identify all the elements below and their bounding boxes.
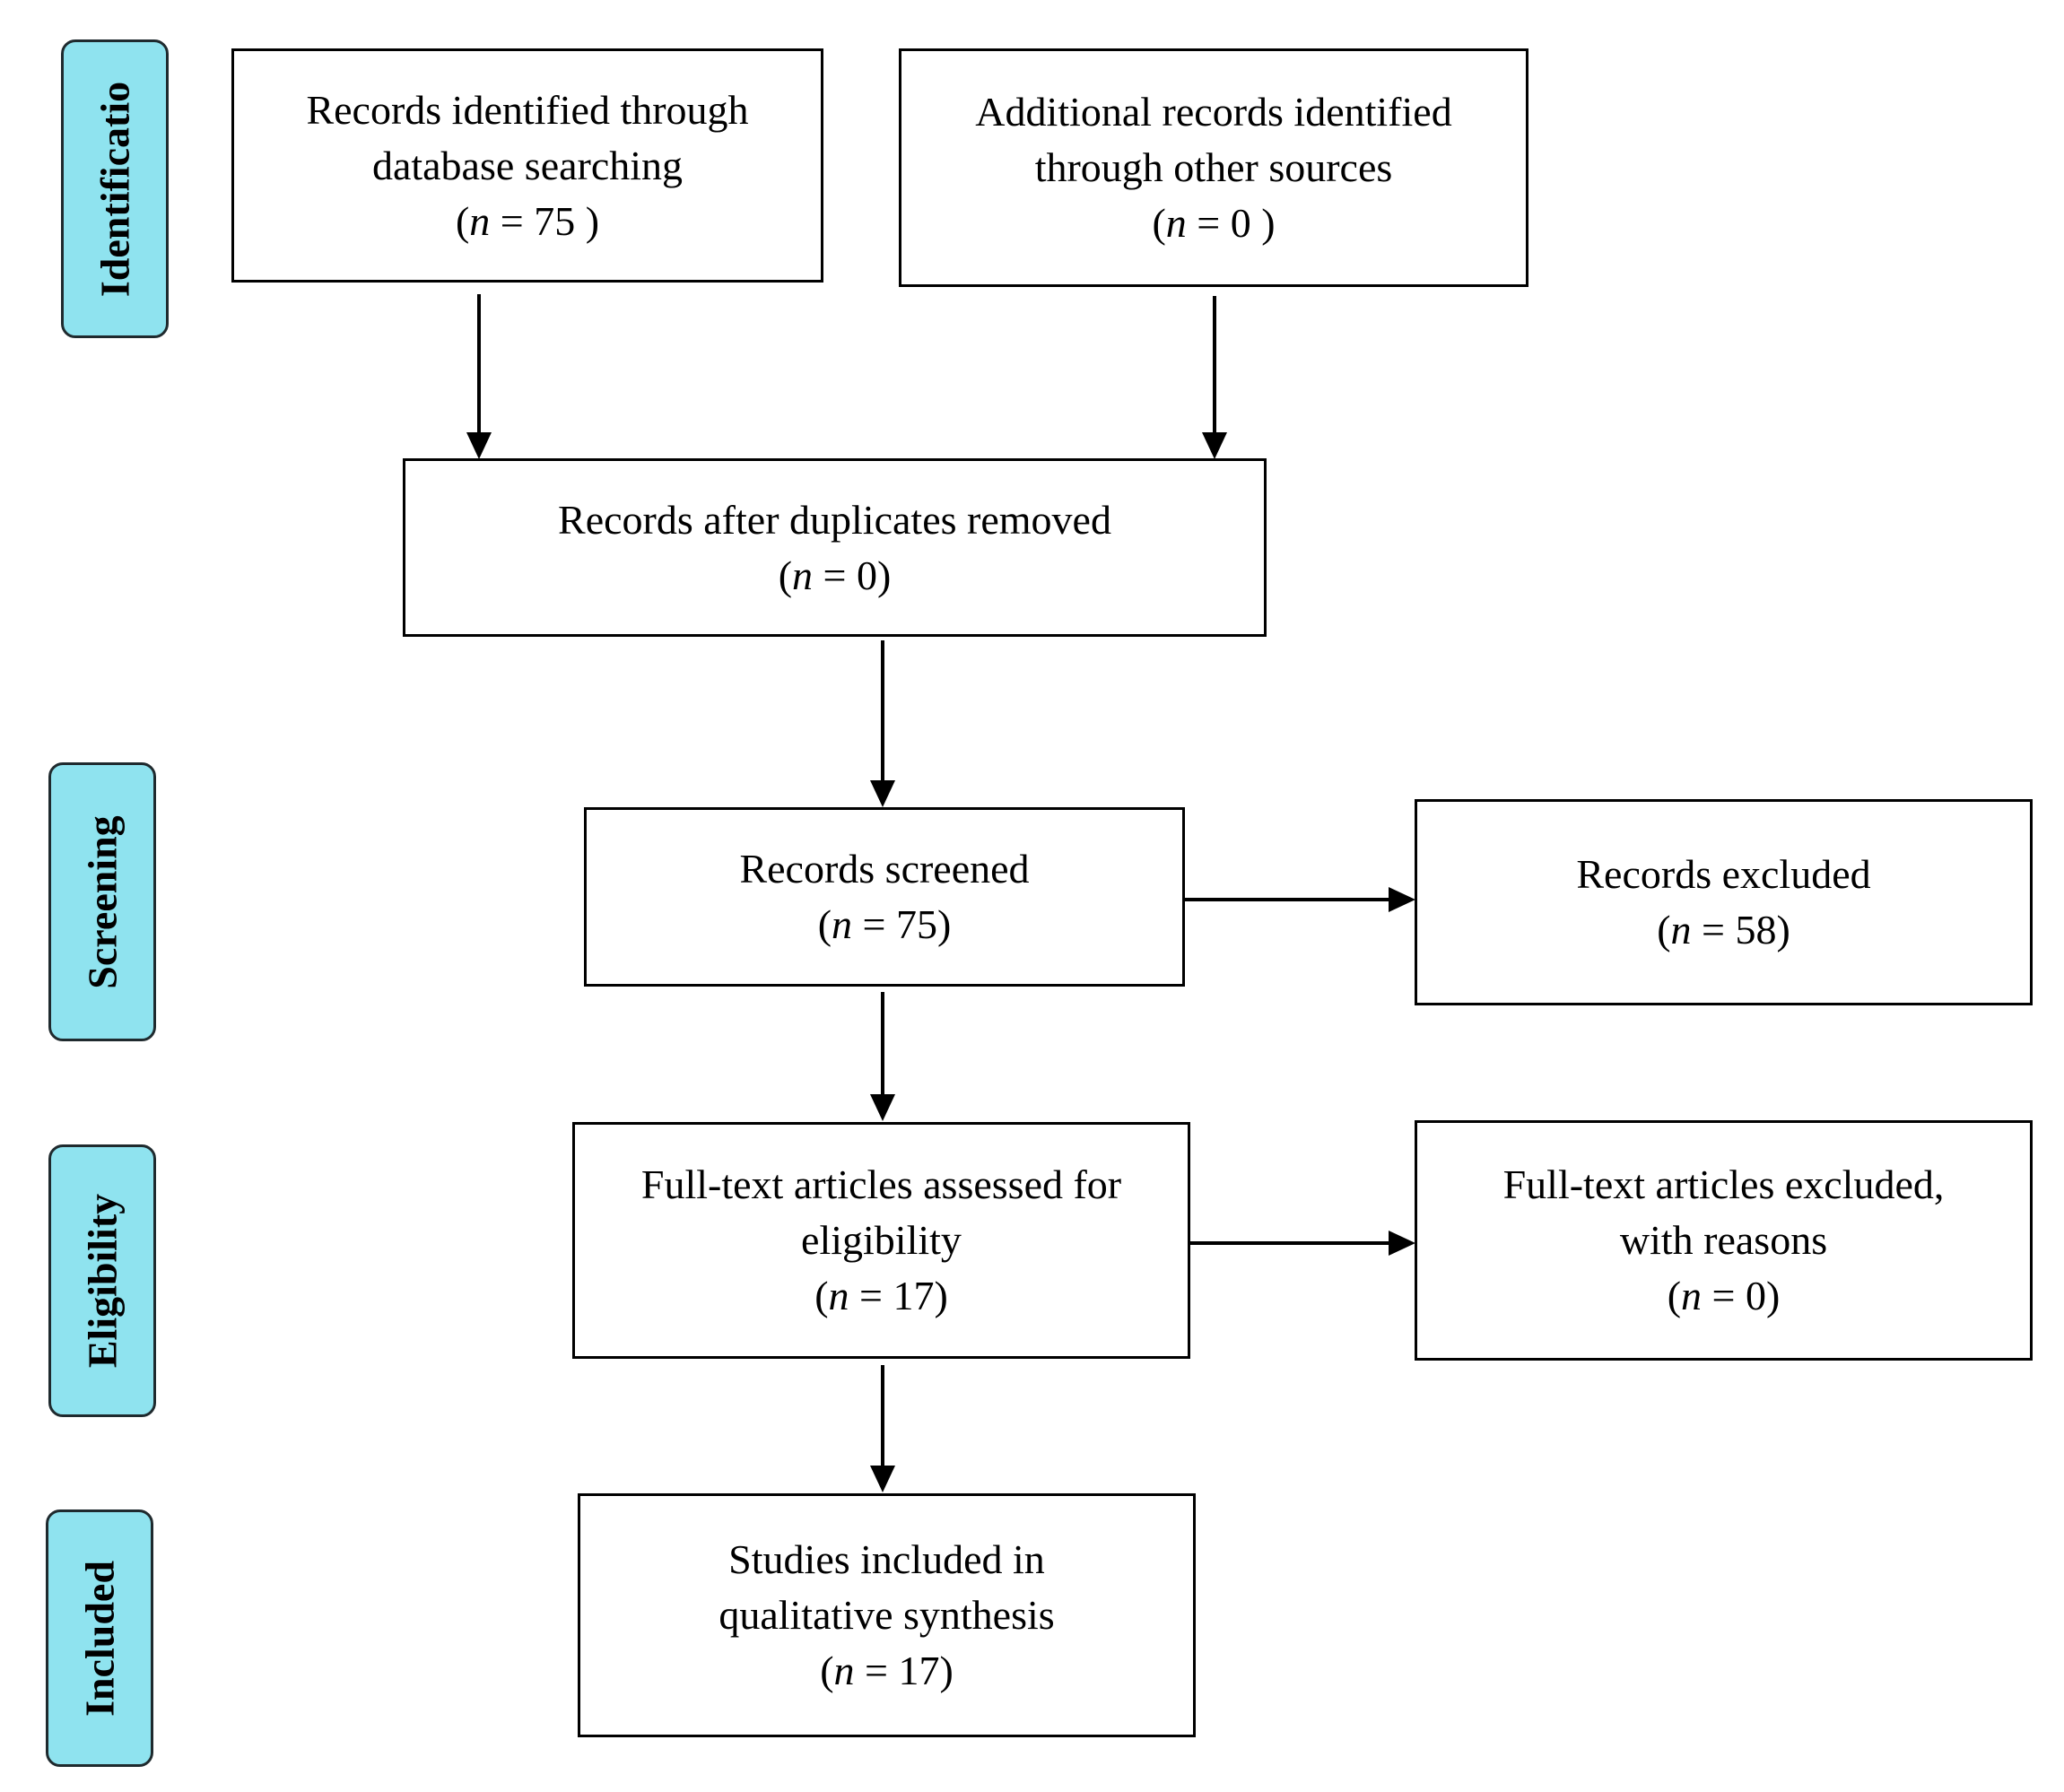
box-text-line: eligibility	[801, 1217, 962, 1263]
count-value: = 0 )	[1186, 200, 1276, 246]
box-text-line: Additional records identified	[975, 89, 1452, 135]
box-count: (n = 17)	[814, 1268, 948, 1324]
count-variable: n	[828, 1273, 849, 1318]
box-text-line: Records after duplicates removed	[558, 496, 1111, 543]
count-value: = 75 )	[490, 197, 600, 244]
box-additional-records-other-sources: Additional records identified through ot…	[899, 48, 1528, 287]
box-count: (n = 0)	[779, 548, 892, 604]
arrowhead-fulltext	[870, 1094, 895, 1121]
phase-screening-label: Screening	[79, 814, 126, 989]
count-prefix: (	[814, 1273, 829, 1318]
box-studies-included: Studies included in qualitative synthesi…	[578, 1493, 1196, 1737]
count-variable: n	[1681, 1273, 1703, 1318]
box-text-line: with reasons	[1619, 1217, 1828, 1263]
box-count: (n = 17)	[820, 1643, 954, 1699]
arrowhead-other	[1202, 432, 1227, 459]
count-variable: n	[833, 1648, 855, 1693]
count-variable: n	[792, 552, 814, 598]
box-text-line: Records identified through	[306, 86, 749, 133]
box-text-line: through other sources	[1034, 144, 1393, 190]
count-prefix: (	[817, 901, 832, 947]
count-variable: n	[469, 197, 491, 244]
box-text-line: Records excluded	[1576, 851, 1871, 897]
count-variable: n	[1165, 200, 1187, 246]
box-records-excluded: Records excluded (n = 58)	[1415, 799, 2033, 1005]
box-count: (n = 75 )	[456, 194, 599, 249]
phase-included-label: Included	[76, 1560, 123, 1717]
box-text-line: database searching	[371, 142, 684, 188]
phase-included: Included	[46, 1509, 153, 1767]
phase-screening: Screening	[48, 762, 156, 1041]
count-value: = 58)	[1691, 907, 1790, 953]
box-text-line: qualitative synthesis	[718, 1592, 1055, 1638]
count-variable: n	[1670, 907, 1692, 953]
box-fulltext-excluded: Full-text articles excluded, with reason…	[1415, 1120, 2033, 1361]
arrowhead-excluded	[1389, 887, 1415, 912]
box-text-line: Full-text articles excluded,	[1502, 1161, 1945, 1207]
count-value: = 17)	[849, 1273, 948, 1318]
box-records-identified-database: Records identified through database sear…	[231, 48, 823, 283]
phase-eligibility-label: Eligibility	[79, 1193, 126, 1369]
count-prefix: (	[1152, 200, 1166, 246]
box-text-line: Full-text articles assessed for	[640, 1161, 1122, 1207]
count-prefix: (	[1657, 907, 1671, 953]
box-records-after-duplicates: Records after duplicates removed (n = 0)	[403, 458, 1267, 637]
count-prefix: (	[820, 1648, 834, 1693]
arrowhead-database	[466, 432, 492, 459]
box-count: (n = 75)	[818, 897, 952, 953]
count-variable: n	[832, 901, 853, 947]
count-value: = 17)	[854, 1648, 954, 1693]
count-prefix: (	[455, 197, 470, 244]
phase-identification: Identificatio	[61, 39, 169, 338]
arrowhead-included	[870, 1466, 895, 1492]
box-fulltext-assessed: Full-text articles assessed for eligibil…	[572, 1122, 1190, 1359]
box-text-line: Records screened	[739, 846, 1030, 892]
count-prefix: (	[778, 552, 793, 598]
box-text-line: Studies included in	[728, 1536, 1045, 1582]
phase-eligibility: Eligibility	[48, 1144, 156, 1417]
phase-identification-label: Identificatio	[91, 81, 138, 297]
arrowhead-fulltext-excluded	[1389, 1231, 1415, 1256]
box-records-screened: Records screened (n = 75)	[584, 807, 1185, 987]
box-count: (n = 0 )	[1152, 196, 1275, 251]
count-value: = 75)	[852, 901, 952, 947]
box-count: (n = 58)	[1657, 902, 1790, 958]
count-prefix: (	[1667, 1273, 1682, 1318]
count-value: = 0)	[1702, 1273, 1781, 1318]
count-value: = 0)	[813, 552, 892, 598]
arrowhead-screened	[870, 780, 895, 807]
box-count: (n = 0)	[1668, 1268, 1781, 1324]
